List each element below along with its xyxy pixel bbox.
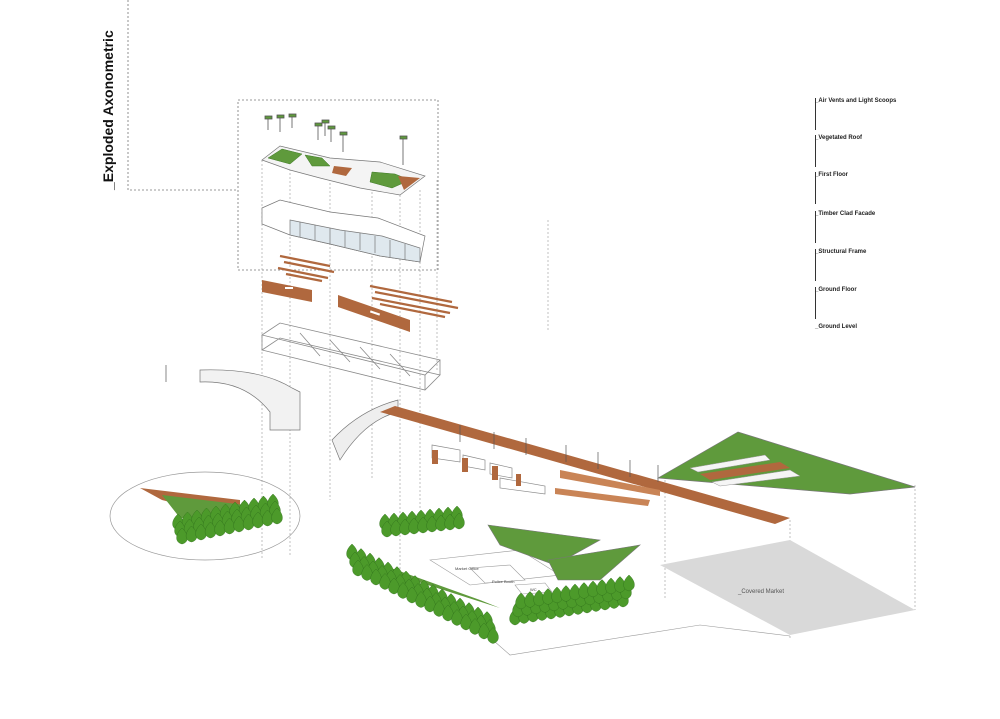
tree-icon: [397, 582, 409, 599]
tree-icon: [453, 512, 465, 530]
timber-facade-layer: [262, 254, 459, 332]
tree-icon: [478, 622, 490, 640]
tree-icon: [623, 574, 635, 592]
legend-air-vents: _Air Vents and Light Scoops: [815, 98, 897, 104]
tree-icon: [442, 604, 454, 622]
tree-icon: [361, 564, 373, 581]
legend-structural-frame: _Structural Frame: [815, 249, 867, 255]
diagram-title: _Exploded Axonometric: [100, 30, 116, 190]
tree-icon: [271, 507, 283, 525]
tree-icon: [352, 559, 364, 577]
legend-tick: [815, 135, 816, 167]
oval-inset: [109, 471, 301, 561]
legend-vegetated-roof: _Vegetated Roof: [815, 135, 863, 141]
ground-level-plan: [346, 505, 915, 656]
legend-ground-level: _Ground Level: [815, 324, 858, 330]
plan-trees: [346, 505, 635, 644]
tree-icon: [388, 577, 400, 595]
legend-ground-floor: _Ground Floor: [815, 287, 857, 293]
legend-timber-facade: _Timber Clad Facade: [815, 211, 876, 217]
office-a-label: Market Office: [455, 566, 479, 571]
triangle-green-roof: [656, 431, 916, 495]
tree-icon: [415, 591, 427, 608]
tree-icon: [433, 600, 445, 617]
tree-icon: [424, 595, 436, 613]
covered-market-label: _Covered Market: [738, 589, 785, 595]
legend-tick: [815, 172, 816, 204]
legend-first-floor: _First Floor: [815, 172, 849, 178]
tree-icon: [487, 627, 499, 644]
legend-tick: [815, 98, 816, 130]
office-b-label: Police Booth: [492, 579, 515, 584]
tree-icon: [406, 586, 418, 604]
tree-icon: [451, 609, 463, 626]
first-floor-layer: [261, 199, 426, 263]
structural-frame-layer: [261, 322, 441, 391]
tree-icon: [469, 618, 481, 635]
vegetated-roof-layer: [261, 145, 426, 196]
ground-floor-layer: [165, 365, 790, 524]
legend-tick: [815, 287, 816, 319]
wc-label: WC: [530, 587, 537, 592]
legend-tick: [815, 249, 816, 281]
upper-layers-frame: [237, 99, 439, 271]
oval-trees: [172, 493, 283, 545]
tree-icon: [379, 573, 391, 590]
air-vents-layer: [264, 113, 408, 165]
title-bracket: [127, 0, 238, 191]
legend-tick: [815, 211, 816, 243]
tree-icon: [460, 613, 472, 631]
tree-icon: [370, 568, 382, 586]
